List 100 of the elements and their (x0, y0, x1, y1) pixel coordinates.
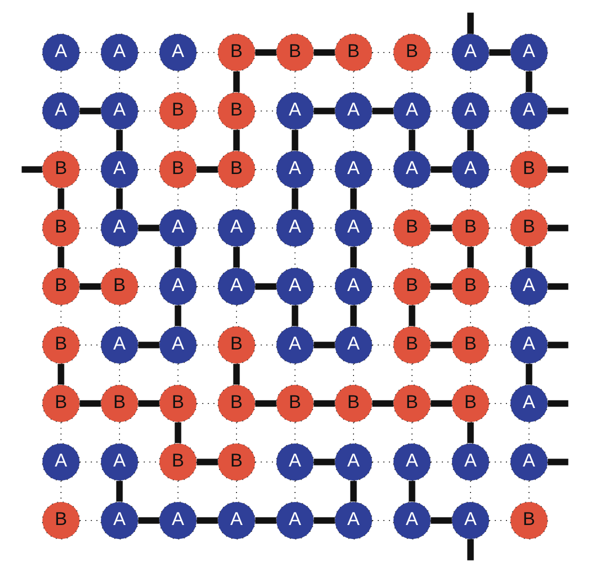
connector (313, 342, 334, 348)
connector (174, 246, 181, 268)
connector (466, 539, 474, 560)
connector (254, 49, 276, 56)
node-circle: A (334, 92, 372, 130)
node-circle: B (41, 208, 80, 248)
connector (232, 246, 240, 268)
node-circle: A (334, 442, 372, 482)
node-circle: A (392, 442, 431, 482)
node-circle: B (334, 33, 372, 72)
connector (350, 480, 356, 502)
connector (372, 400, 393, 407)
connector (430, 166, 452, 173)
connector (196, 517, 218, 524)
connector (547, 342, 568, 348)
connector (254, 283, 276, 290)
node-circle: B (334, 384, 372, 423)
node-circle: A (100, 208, 138, 248)
node-circle: B (392, 326, 431, 364)
connector (232, 130, 240, 151)
connector (196, 458, 218, 466)
connector (408, 305, 415, 326)
node-circle: B (275, 33, 314, 72)
node-circle: A (275, 501, 314, 540)
node-circle: B (450, 384, 490, 423)
connector (57, 246, 64, 268)
connector (138, 517, 159, 524)
connector (313, 108, 334, 114)
connector (408, 480, 415, 502)
connector (313, 458, 334, 466)
connector (254, 400, 276, 407)
node-circle: A (334, 326, 372, 364)
node-circle: A (509, 33, 548, 72)
connector (488, 49, 510, 56)
node-circle: A (334, 208, 372, 248)
node-circle: A (450, 92, 490, 130)
connector (21, 166, 42, 173)
connector (232, 71, 240, 92)
node-circle: A (100, 92, 138, 130)
node-circle: A (100, 501, 138, 540)
node-circle: B (275, 384, 314, 423)
node-circle: B (158, 92, 197, 130)
node-circle: B (509, 501, 548, 540)
node-circle: A (509, 267, 548, 306)
node-circle: A (275, 442, 314, 482)
connector (57, 364, 64, 385)
connector (254, 517, 276, 524)
connector (313, 517, 334, 524)
connector (430, 400, 452, 407)
connector (313, 49, 334, 56)
connector (547, 224, 568, 232)
connector (466, 12, 474, 34)
node-circle: B (41, 501, 80, 540)
node-circle: B (509, 150, 548, 189)
connector (116, 480, 122, 502)
node-circle: A (41, 442, 80, 482)
node-circle: A (100, 442, 138, 482)
connector (79, 108, 100, 114)
node-circle: A (41, 33, 80, 72)
node-circle: B (216, 384, 256, 423)
node-circle: A (450, 150, 490, 189)
node-circle: B (41, 150, 80, 189)
connector (350, 246, 356, 268)
connector (466, 422, 474, 444)
node-circle: B (216, 326, 256, 364)
node-circle: B (450, 326, 490, 364)
node-circle: A (392, 150, 431, 189)
connector (525, 246, 532, 268)
node-circle: A (334, 267, 372, 306)
node-circle: B (100, 384, 138, 423)
node-circle: A (392, 501, 431, 540)
node-circle: B (509, 208, 548, 248)
node-circle: A (216, 501, 256, 540)
node-circle: A (275, 267, 314, 306)
node-circle: A (450, 33, 490, 72)
node-circle: A (100, 150, 138, 189)
node-circle: A (158, 33, 197, 72)
node-circle: A (450, 501, 490, 540)
node-circle: A (509, 326, 548, 364)
connector (138, 224, 159, 232)
connector (466, 130, 474, 151)
connector (79, 283, 100, 290)
connector (313, 400, 334, 407)
connector (372, 108, 393, 114)
node-circle: A (100, 326, 138, 364)
node-circle: A (334, 150, 372, 189)
connector (116, 188, 122, 210)
node-circle: B (450, 267, 490, 306)
connector (547, 283, 568, 290)
connector (138, 400, 159, 407)
node-circle: B (392, 208, 431, 248)
node-circle: A (392, 92, 431, 130)
node-circle: A (100, 33, 138, 72)
connector (547, 458, 568, 466)
node-circle: A (275, 326, 314, 364)
connector (430, 517, 452, 524)
node-circle: B (392, 267, 431, 306)
node-circle: B (216, 442, 256, 482)
node-circle: A (158, 326, 197, 364)
connector (547, 108, 568, 114)
